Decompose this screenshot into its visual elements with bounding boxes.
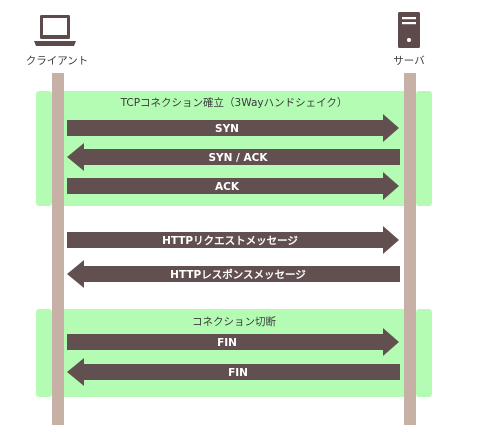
message-label-syn-ack: SYN / ACK (208, 152, 268, 164)
server-label: サーバ (393, 55, 425, 67)
message-arrow-http-request: HTTPリクエストメッセージ (67, 226, 399, 254)
server-lifeline (404, 73, 416, 425)
message-arrow-http-response: HTTPレスポンスメッセージ (67, 260, 400, 288)
message-label-http-request: HTTPリクエストメッセージ (162, 235, 298, 247)
message-label-fin-server: FIN (228, 367, 248, 379)
section-background-disconnect (36, 309, 432, 397)
message-arrow-syn-ack: SYN / ACK (67, 143, 400, 171)
message-label-fin-client: FIN (217, 337, 237, 349)
message-arrow-ack: ACK (67, 172, 399, 200)
section-title-handshake: TCPコネクション確立（3Wayハンドシェイク） (120, 96, 348, 109)
message-arrow-fin-client: FIN (67, 328, 399, 356)
message-label-http-response: HTTPレスポンスメッセージ (170, 268, 306, 281)
message-label-ack: ACK (215, 181, 240, 193)
message-label-syn: SYN (215, 123, 239, 135)
message-arrow-syn: SYN (67, 114, 399, 142)
section-title-disconnect: コネクション切断 (192, 315, 276, 328)
message-arrow-fin-server: FIN (67, 358, 400, 386)
client-lifeline (52, 73, 64, 425)
server-tower-icon (398, 12, 420, 48)
laptop-icon (34, 15, 76, 46)
client-label: クライアント (26, 55, 89, 67)
